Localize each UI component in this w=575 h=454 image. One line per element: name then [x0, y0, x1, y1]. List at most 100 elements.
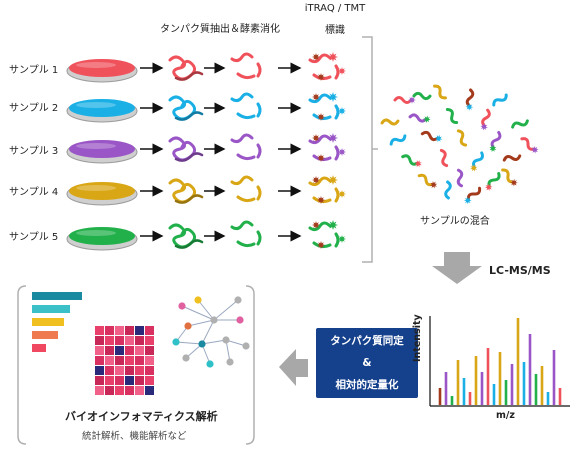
mix-tag-5 [423, 115, 431, 124]
labeled-peptide-a-5 [308, 221, 332, 232]
heatmap-cell-1-4 [135, 336, 144, 345]
peptide-b-3 [256, 143, 262, 159]
heatmap-cell-6-3 [125, 386, 134, 395]
heatmap-cell-4-2 [115, 366, 124, 375]
tag-star-a-4 [328, 175, 338, 185]
bioinfo-title: バイオインフォマティクス解析 [65, 410, 218, 423]
ranked-bar-4 [32, 331, 58, 339]
mix-tag-23 [463, 196, 472, 205]
mix-peptide-25 [501, 168, 518, 187]
quant-line3: 相対的定量化 [335, 379, 399, 391]
mix-peptide-18 [456, 168, 464, 188]
heatmap-cell-2-0 [95, 346, 104, 355]
mix-strand-18 [456, 168, 464, 188]
mix-strand-22 [444, 180, 452, 200]
mix-strand-2 [433, 84, 447, 100]
heatmap-cell-3-3 [125, 356, 134, 365]
mix-strand-5 [408, 113, 428, 123]
labeled-peptide-b-3 [334, 145, 340, 161]
mix-strand-17 [417, 173, 435, 187]
mix-peptide-9 [420, 130, 443, 143]
tag-star-c-1 [317, 73, 325, 81]
mix-strand-9 [420, 130, 440, 142]
heatmap-cell-5-1 [105, 376, 114, 385]
tag-star-b-1 [338, 67, 346, 75]
mix-peptide-24 [412, 91, 432, 101]
group-bracket [362, 36, 373, 263]
mix-peptide-5 [408, 113, 431, 124]
mix-tag-15 [470, 164, 478, 172]
mix-peptide-6 [445, 107, 459, 125]
mix-peptide-17 [417, 173, 438, 189]
heatmap-cell-6-0 [95, 386, 104, 395]
mix-strand-4 [492, 93, 508, 107]
network-node-9 [236, 316, 244, 324]
peptide-c-1 [236, 72, 256, 80]
tag-star-b-2 [338, 107, 346, 115]
tag-star-c-2 [317, 113, 325, 121]
ranked-bar-5 [32, 344, 46, 352]
mix-peptide-19 [484, 172, 501, 192]
heatmap-cell-0-1 [105, 326, 114, 335]
mix-strand-20 [380, 118, 400, 126]
mix-peptide-15 [470, 151, 484, 172]
heatmap-cell-2-5 [145, 346, 154, 355]
tag-star-d-3 [312, 134, 320, 142]
lcms-label: LC-MS/MS [489, 264, 551, 277]
bioinfo-frame-right [245, 285, 255, 445]
heatmap-cell-4-0 [95, 366, 104, 375]
dish-medium-5 [69, 227, 135, 245]
network-node-2 [194, 296, 202, 304]
mix-peptide-8 [389, 134, 407, 146]
tag-star-c-5 [317, 241, 325, 249]
network-node-6 [198, 340, 206, 348]
tag-star-b-3 [338, 148, 346, 156]
mix-tag-1 [408, 96, 416, 104]
peptide-a-1 [230, 52, 254, 63]
mix-strand-10 [456, 129, 468, 147]
tag-star-a-3 [328, 133, 338, 143]
dish-glare-1 [76, 62, 116, 68]
quant-box: タンパク質同定 & 相対的定量化 [316, 328, 418, 398]
mix-peptide-20 [380, 118, 400, 126]
network-node-8 [234, 296, 242, 304]
sample-label-3: サンプル 3 [9, 146, 59, 157]
peptide-b-4 [256, 185, 262, 201]
protein-strand-5 [174, 239, 204, 249]
mix-tag-3 [465, 103, 474, 111]
network-node-13 [242, 342, 250, 350]
network-node-10 [206, 360, 214, 368]
digest-header: タンパク質抽出＆酵素消化 [160, 24, 280, 35]
heatmap-cell-1-2 [115, 336, 124, 345]
mix-strand-16 [502, 154, 522, 162]
dish-medium-1 [69, 59, 135, 77]
sample-label-2: サンプル 2 [9, 103, 59, 114]
peptide-b-1 [256, 62, 262, 78]
mix-tag-25 [510, 178, 518, 187]
network-edge-3 [187, 319, 215, 327]
dish-glare-5 [76, 230, 116, 236]
peptide-a-2 [230, 92, 254, 103]
ranked-bar-3 [32, 318, 64, 326]
peptide-a-4 [230, 175, 254, 186]
peptide-a-3 [230, 133, 254, 144]
sample-label-5: サンプル 5 [9, 232, 59, 243]
mix-tag-7 [480, 123, 488, 131]
peptide-c-4 [236, 195, 256, 203]
labeled-peptide-b-1 [334, 64, 340, 80]
peptide-c-2 [236, 112, 256, 120]
network-node-5 [172, 338, 180, 346]
heatmap-cell-3-4 [135, 356, 144, 365]
mix-tag-11 [489, 144, 497, 153]
protein-strand-3 [174, 152, 204, 162]
heatmap-cell-2-2 [115, 346, 124, 355]
left-arrow [279, 349, 308, 386]
mix-peptide-12 [511, 119, 529, 129]
mix-strand-12 [511, 119, 529, 129]
spectrum-xlabel: m/z [496, 410, 515, 421]
mix-peptide-4 [492, 93, 508, 107]
heatmap-cell-4-4 [135, 366, 144, 375]
sample-label-1: サンプル 1 [9, 65, 59, 76]
network-edge-4 [201, 319, 215, 345]
